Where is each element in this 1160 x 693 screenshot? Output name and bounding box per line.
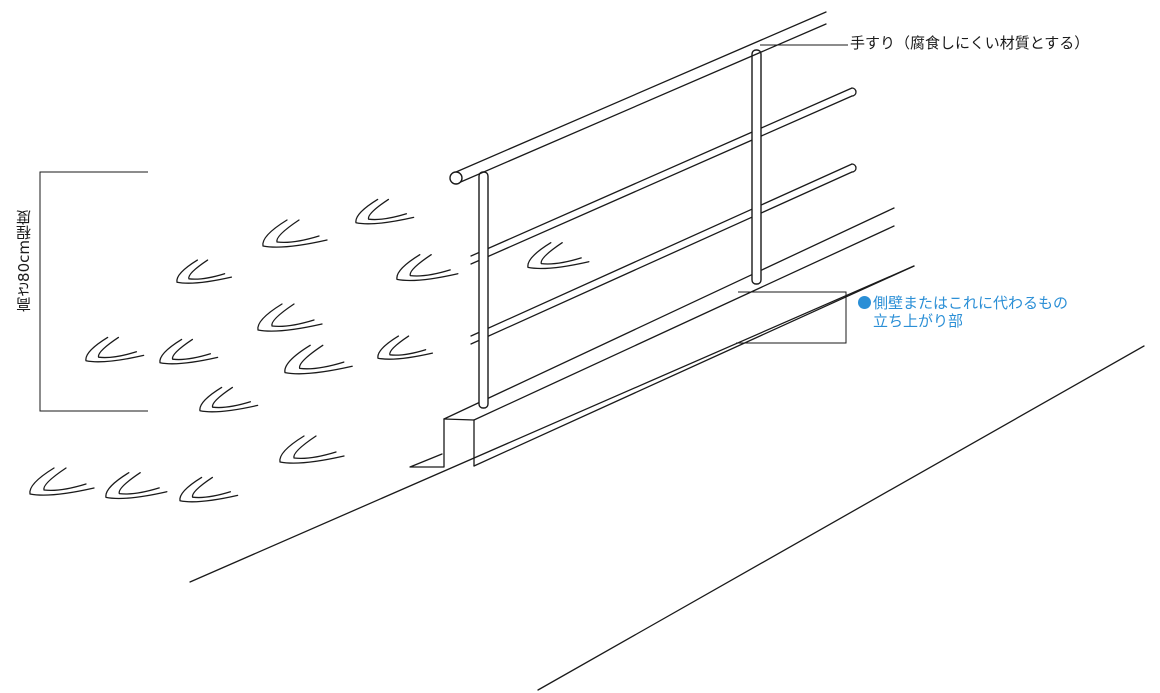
water-flow-marks [29, 198, 590, 503]
curb-top-near-edge [473, 225, 895, 421]
water-flow-icon [176, 259, 233, 284]
far-bank-line [537, 345, 1145, 691]
middle-rail-2-end-cap [851, 163, 857, 173]
water-flow-icon [276, 219, 320, 244]
water-flow-icon [284, 344, 353, 375]
water-flow-icon [179, 476, 239, 503]
handrail-top-edge [455, 11, 827, 173]
water-flow-icon [377, 335, 434, 360]
water-flow-icon [271, 303, 315, 328]
ground-lines [189, 265, 1145, 691]
middle-rail-2-lower [470, 171, 853, 345]
water-flow-icon [191, 476, 232, 499]
water-flow-icon [105, 472, 168, 500]
handrail-end-cap [449, 171, 463, 185]
water-flow-icon [159, 338, 219, 365]
middle-rail-1-lower [470, 95, 853, 265]
height-bracket [39, 171, 148, 412]
side-wall-label-line1: 側壁またはこれに代わるもの [873, 294, 1069, 312]
water-flow-icon [188, 259, 226, 280]
side-wall-label-line2: 立ち上がり部 [873, 312, 964, 330]
middle-rail-1-end-cap [851, 87, 857, 97]
water-flow-icon [43, 467, 87, 492]
curb-top-far-edge [443, 207, 895, 420]
water-flow-icon [389, 335, 427, 356]
water-flow-icon [262, 219, 328, 248]
leader-lines [39, 44, 848, 412]
water-flow-icon [97, 336, 138, 359]
water-flow-icon [171, 338, 212, 361]
handrail-label: 手すり（腐食しにくい材質とする） [850, 34, 1090, 52]
water-flow-icon [355, 198, 415, 225]
water-flow-icon [540, 242, 582, 265]
middle-rail-2-upper [470, 163, 853, 337]
height-label: 高さ80cm程度 [15, 210, 33, 312]
front-bank-line [189, 265, 915, 583]
post-front [478, 171, 489, 409]
water-flow-icon [367, 198, 408, 221]
handrail [449, 11, 827, 185]
curb-top-end-edge [443, 418, 475, 421]
post-back [751, 49, 762, 285]
side-wall-label: 側壁またはこれに代わるもの 立ち上がり部 [858, 294, 1068, 330]
side-wall [409, 207, 895, 468]
posts [478, 49, 762, 409]
sidewall-bracket [736, 291, 847, 344]
curb-bottom-line [473, 265, 915, 467]
middle-rail-1-upper [470, 87, 853, 257]
water-flow-icon [396, 254, 459, 282]
water-flow-icon [257, 303, 323, 332]
water-flow-icon [293, 435, 337, 460]
water-flow-icon [29, 467, 95, 496]
water-flow-icon [118, 472, 160, 495]
water-flow-icon [409, 254, 451, 277]
handrail-bottom-edge [455, 23, 827, 185]
filled-circle-icon [858, 296, 871, 309]
curb-end-face [409, 418, 445, 468]
water-flow-icon [298, 344, 345, 370]
water-flow-icon [527, 242, 590, 270]
water-flow-icon [211, 386, 252, 409]
water-flow-icon [85, 336, 145, 363]
water-flow-icon [199, 386, 259, 413]
water-flow-icon [279, 435, 345, 464]
middle-rails [470, 87, 857, 345]
